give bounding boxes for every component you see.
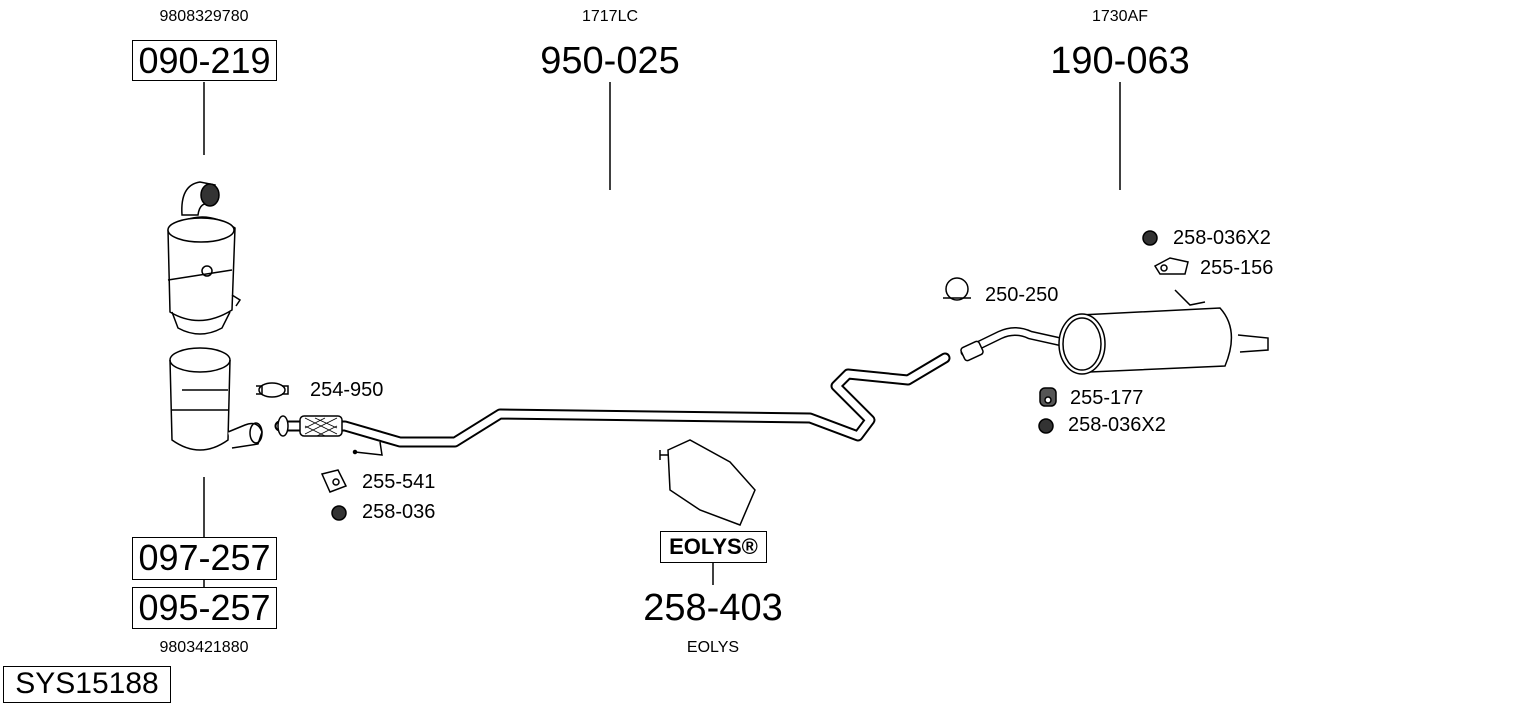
clamp-icon-254-950 — [256, 382, 289, 398]
catalyst-oem-number: 9803421880 — [159, 639, 249, 656]
clamp-part-250-250[interactable]: 250-250 — [985, 284, 1059, 306]
eolys-caption: EOLYS — [686, 639, 740, 656]
catalyst-part-number-1[interactable]: 097-257 — [132, 537, 277, 580]
catalyst-illustration — [169, 347, 263, 451]
catalyst-part-number-2[interactable]: 095-257 — [132, 587, 277, 629]
middle-pipe-part-number[interactable]: 950-025 — [540, 40, 680, 82]
hanger-part-255-177[interactable]: 255-177 — [1070, 387, 1144, 409]
hanger-icon-255-156 — [1153, 257, 1189, 275]
hanger-part-255-156[interactable]: 255-156 — [1200, 257, 1274, 279]
clamp-icon-250-250 — [943, 277, 971, 301]
rear-silencer-part-number[interactable]: 190-063 — [1050, 40, 1190, 82]
nut-icon-258-036 — [331, 505, 347, 521]
rear-silencer-illustration — [960, 289, 1269, 375]
hanger-icon-255-177 — [1039, 387, 1057, 407]
dpf-part-number[interactable]: 090-219 — [132, 40, 277, 81]
clamp-part-254-950[interactable]: 254-950 — [310, 379, 384, 401]
rear-silencer-oem-number: 1730AF — [1091, 8, 1149, 25]
nut-icon-258-036X2-bottom — [1038, 418, 1054, 434]
system-id: SYS15188 — [3, 666, 171, 703]
pipe-illustration — [274, 352, 951, 456]
hanger-icon-255-541 — [320, 469, 348, 493]
nut-icon-258-036X2-top — [1142, 230, 1158, 246]
nut-part-258-036[interactable]: 258-036 — [362, 501, 436, 523]
eolys-badge: EOLYS® — [660, 531, 767, 563]
middle-pipe-oem-number: 1717LC — [581, 8, 639, 25]
nut-part-258-036X2-bottom[interactable]: 258-036X2 — [1068, 414, 1166, 436]
hanger-part-255-541[interactable]: 255-541 — [362, 471, 436, 493]
eolys-tank-illustration — [659, 439, 756, 526]
dpf-oem-number: 9808329780 — [159, 8, 249, 25]
nut-part-258-036X2-top[interactable]: 258-036X2 — [1173, 227, 1271, 249]
eolys-part-number[interactable]: 258-403 — [643, 587, 783, 629]
dpf-illustration — [167, 181, 242, 335]
